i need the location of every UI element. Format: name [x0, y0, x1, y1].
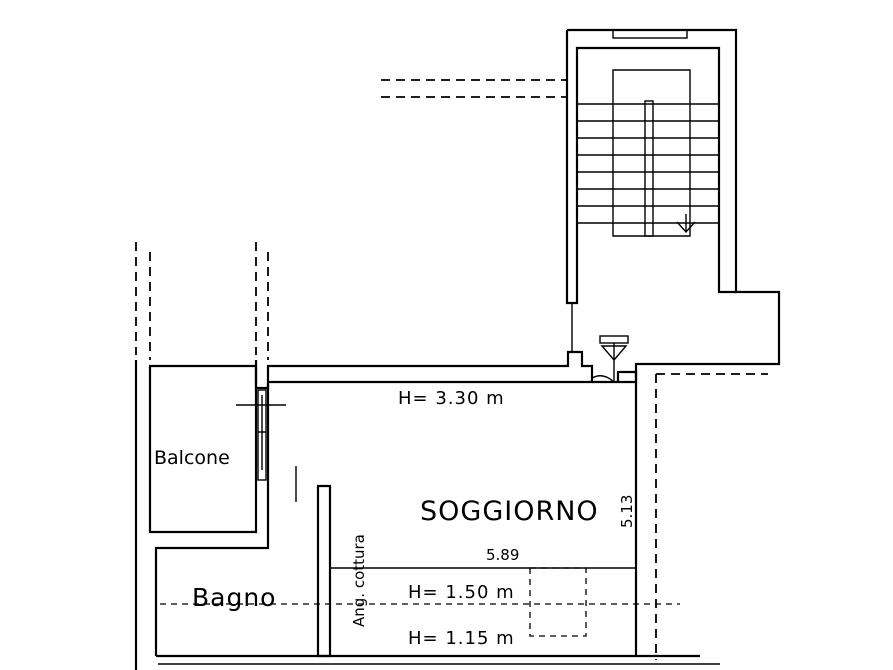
entrance-marker-icon	[591, 335, 629, 383]
attic-height-low: H= 1.15 m	[408, 628, 515, 649]
stair-treads	[577, 103, 719, 224]
room-height-soggiorno: H= 3.30 m	[398, 388, 505, 409]
dimension-width: 5.89	[486, 546, 519, 564]
dimension-depth: 5.13	[618, 495, 636, 528]
room-label-angolo-cottura: Ang. cottura	[350, 534, 368, 627]
balcony-door	[236, 389, 286, 481]
room-label-soggiorno: SOGGIORNO	[420, 496, 599, 527]
walls	[134, 350, 720, 670]
stair-down-arrow-icon	[676, 214, 696, 234]
room-label-bagno: Bagno	[192, 583, 276, 612]
roof-edges	[135, 79, 768, 660]
stairwell	[565, 28, 781, 384]
room-label-balcone: Balcone	[154, 447, 230, 469]
attic-height-high: H= 1.50 m	[408, 582, 515, 603]
stair-handrail	[644, 100, 654, 237]
attic-outline	[529, 567, 587, 637]
